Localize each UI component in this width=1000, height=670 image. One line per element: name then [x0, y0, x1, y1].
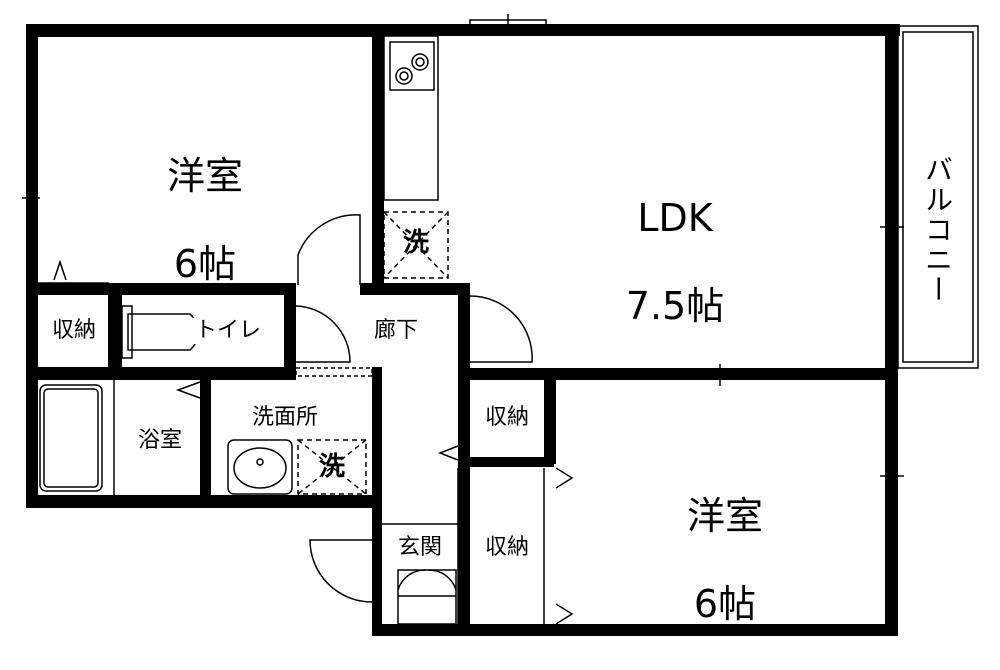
washer-kitchen-label: 洗 [402, 228, 429, 258]
storage-mid-label: 収納 [484, 405, 529, 430]
room-western-top-label: 洋室 6帖 [130, 110, 280, 330]
storage-lower-label: 収納 [484, 535, 529, 560]
room-ldk-label: LDK 7.5帖 [590, 152, 760, 372]
washroom-label: 洗面所 [251, 405, 318, 430]
room-western-top-size: 6帖 [173, 242, 237, 286]
room-western-bottom-size: 6帖 [693, 582, 757, 626]
storage-top-left-label: 収納 [51, 318, 96, 343]
balcony-label: バルコニー [921, 155, 954, 305]
toilet-label: トイレ [180, 318, 276, 344]
hallway-label: 廊下 [373, 318, 418, 343]
fixtures [22, 14, 979, 625]
room-western-bottom-name: 洋室 [686, 494, 763, 538]
room-western-top-name: 洋室 [166, 154, 243, 198]
bathroom-label: 浴室 [137, 428, 182, 453]
entrance-label: 玄関 [397, 535, 442, 560]
room-ldk-name: LDK [637, 196, 713, 240]
room-ldk-size: 7.5帖 [625, 284, 725, 328]
room-western-bottom-label: 洋室 6帖 [650, 450, 800, 670]
washer-washroom-label: 洗 [318, 452, 345, 482]
